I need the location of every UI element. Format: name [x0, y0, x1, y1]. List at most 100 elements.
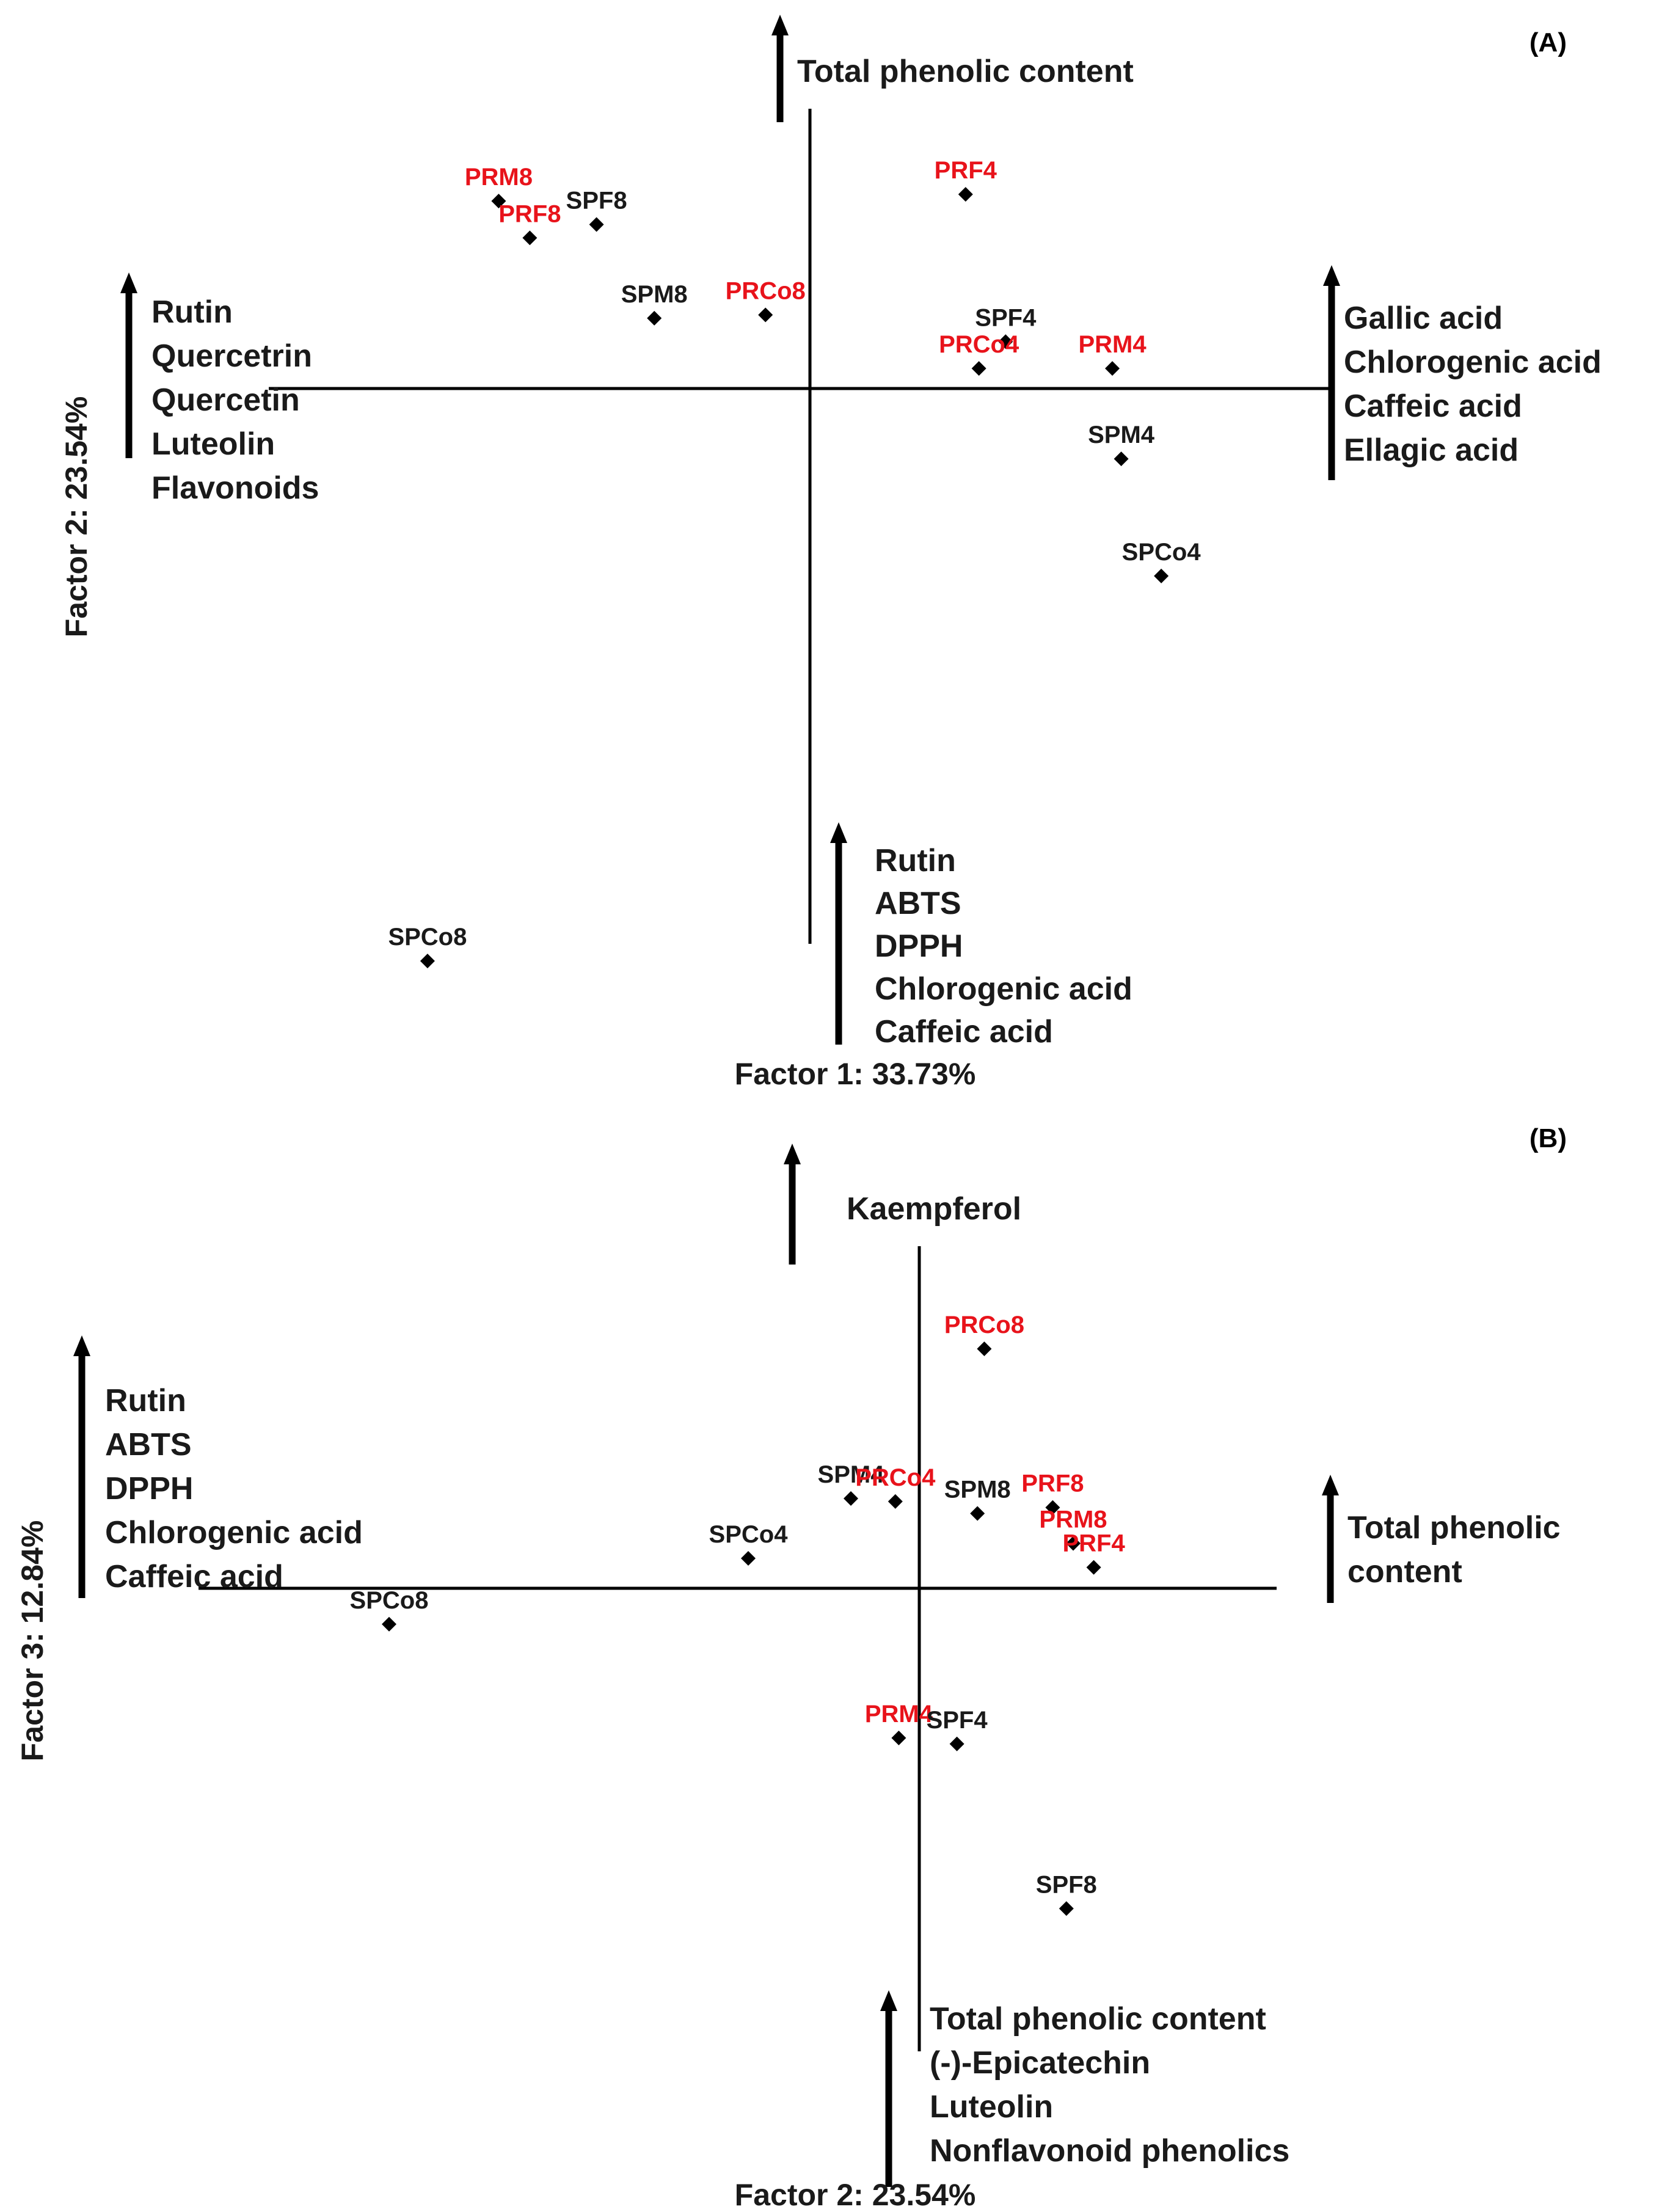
panel-b-point-prf4-label: PRF4	[1062, 1530, 1125, 1557]
panel-b-point-prco8-marker	[977, 1341, 992, 1356]
panel-b-left-arrow	[73, 1335, 90, 1598]
panel-a-bottom-text-4: Chlorogenic acid	[875, 971, 1132, 1007]
panel-b-point-prco8-label: PRCo8	[944, 1312, 1024, 1338]
panel-a-x-axis-title: Factor 1: 33.73%	[735, 1057, 976, 1091]
panel-b-point-spco8-marker	[382, 1616, 396, 1632]
panel-b-point-spf4-marker	[949, 1736, 964, 1751]
panel-a-bottom-annotation: Rutin ABTS DPPH Chlorogenic acid Caffeic…	[875, 843, 1132, 1049]
panel-b-point-spm4-marker	[844, 1491, 858, 1506]
panel-b-point-spm8-marker	[970, 1506, 985, 1521]
panel-b-y-axis-title: Factor 3: 12.84%	[15, 1520, 49, 1762]
panel-a-left-text-5: Flavonoids	[151, 470, 319, 506]
panel-b-top-annotation: Kaempferol	[847, 1191, 1021, 1227]
panel-a-bottom-text-1: Rutin	[875, 843, 956, 878]
panel-b-point-spf8-marker	[1059, 1901, 1074, 1916]
panel-a-point-spf4-marker	[998, 334, 1013, 349]
panel-b-point-prf8-label: PRF8	[1021, 1470, 1084, 1497]
panel-b-x-axis-title: Factor 2: 23.54%	[735, 2178, 976, 2212]
panel-b-point-spco4-label: SPCo4	[709, 1521, 789, 1548]
panel-a-right-annotation: Gallic acid Chlorogenic acid Caffeic aci…	[1344, 301, 1602, 468]
panel-b-label: (B)	[1530, 1123, 1567, 1153]
panel-b-point-prm8-marker	[1066, 1536, 1081, 1551]
panel-a-top-arrow	[771, 15, 789, 122]
panel-b-point-spm4-label: SPM4	[818, 1461, 885, 1488]
panel-b-point-prm8-label: PRM8	[1039, 1506, 1107, 1533]
panel-a-left-text-1: Rutin	[151, 294, 233, 330]
panel-b-bottom-arrow	[880, 1990, 897, 2187]
panel-a-right-text-2: Chlorogenic acid	[1344, 345, 1602, 380]
panel-a-point-prco8-marker	[758, 307, 773, 323]
panel-a-top-annotation: Total phenolic content	[797, 54, 1134, 89]
panel-a-point-spm4-label: SPM4	[1088, 422, 1155, 448]
panel-b-left-text-3: DPPH	[105, 1471, 193, 1506]
panel-a-point-prco8-label: PRCo8	[726, 277, 806, 304]
panel-b-right-text-1: Total phenolic	[1347, 1510, 1561, 1546]
panel-a-right-text-4: Ellagic acid	[1344, 433, 1519, 468]
panel-b-point-prm4-marker	[891, 1731, 906, 1745]
panel-a-point-prm8-marker	[491, 194, 506, 209]
panel-b-left-text-1: Rutin	[105, 1383, 186, 1418]
panel-a-left-text-3: Quercetin	[151, 382, 300, 418]
panel-a-bottom-arrow	[830, 822, 847, 1045]
panel-a-left-arrow	[120, 272, 137, 458]
panel-b-point-spm8-label: SPM8	[944, 1476, 1011, 1503]
panel-a-point-spm4-marker	[1114, 451, 1129, 467]
panel-a-point-spf8-marker	[589, 217, 604, 232]
panel-a-right-arrow	[1323, 265, 1340, 480]
panel-b-left-annotation: Rutin ABTS DPPH Chlorogenic acid Caffeic…	[105, 1383, 363, 1594]
panel-a-left-text-2: Quercetrin	[151, 338, 312, 374]
panel-b-bottom-text-3: Luteolin	[930, 2089, 1053, 2125]
panel-a-y-axis-title: Factor 2: 23.54%	[59, 396, 93, 638]
panel-b-left-text-5: Caffeic acid	[105, 1559, 283, 1594]
panel-a-point-spm8-marker	[647, 310, 662, 326]
panel-b-bottom-text-4: Nonflavonoid phenolics	[930, 2133, 1289, 2169]
panel-a-point-prm8-label: PRM8	[465, 164, 533, 191]
panel-b-point-spco4-marker	[741, 1551, 756, 1566]
panel-a-point-prf4-label: PRF4	[935, 157, 997, 184]
panel-a-point-prm4-marker	[1105, 361, 1120, 376]
panel-b-right-text-2: content	[1347, 1554, 1462, 1590]
panel-b-left-text-4: Chlorogenic acid	[105, 1515, 363, 1550]
panel-a-point-prf4-marker	[958, 187, 973, 202]
panel-a-bottom-text-3: DPPH	[875, 929, 963, 964]
panel-a-point-prco4-marker	[971, 361, 986, 376]
panel-b-point-spf8-label: SPF8	[1036, 1871, 1097, 1898]
panel-b-point-spco8-label: SPCo8	[350, 1587, 429, 1614]
panel-b-point-prm4-label: PRM4	[865, 1701, 933, 1728]
panel-b-right-annotation: Total phenolic content	[1347, 1510, 1561, 1590]
panel-a-point-prco4-label: PRCo4	[939, 331, 1019, 358]
panel-a-label: (A)	[1530, 27, 1567, 57]
panel-a-point-spm8-label: SPM8	[621, 281, 688, 308]
panel-b-point-prco4-label: PRCo4	[855, 1464, 936, 1491]
panel-b-top-text-1: Kaempferol	[847, 1191, 1021, 1227]
panel-a-bottom-text-5: Caffeic acid	[875, 1014, 1053, 1049]
panel-a-point-prm4-label: PRM4	[1078, 331, 1147, 358]
panel-a-right-text-3: Caffeic acid	[1344, 389, 1522, 424]
panel-a-point-spf8-label: SPF8	[566, 187, 627, 214]
panel-a-top-text-1: Total phenolic content	[797, 54, 1134, 89]
panel-b-bottom-text-1: Total phenolic content	[930, 2001, 1266, 2037]
panel-a-point-spco8-label: SPCo8	[388, 924, 467, 951]
panel-b-point-prf8-marker	[1045, 1500, 1060, 1515]
panel-a: (A) Total phenolic content Rutin Quercet…	[59, 15, 1602, 1091]
panel-a-point-prf8-marker	[522, 230, 538, 246]
panel-b-point-prf4-marker	[1086, 1560, 1101, 1575]
panel-a-point-spco4-label: SPCo4	[1122, 539, 1201, 566]
panel-a-point-spf4-label: SPF4	[975, 304, 1037, 331]
panel-a-point-spco8-marker	[420, 954, 435, 969]
panel-b-bottom-annotation: Total phenolic content (-)-Epicatechin L…	[930, 2001, 1289, 2169]
panel-b: (B) Kaempferol Rutin ABTS DPPH	[15, 1123, 1567, 2212]
panel-a-bottom-text-2: ABTS	[875, 886, 961, 921]
panel-b-point-spf4-label: SPF4	[927, 1707, 988, 1734]
panel-b-left-text-2: ABTS	[105, 1427, 192, 1462]
panel-a-point-prf8-label: PRF8	[498, 200, 561, 227]
panel-b-top-arrow	[784, 1144, 801, 1265]
panel-a-right-text-1: Gallic acid	[1344, 301, 1503, 336]
panel-b-point-prco4-marker	[888, 1494, 903, 1509]
panel-a-left-annotation: Rutin Quercetrin Quercetin Luteolin Flav…	[151, 294, 319, 506]
panel-b-bottom-text-2: (-)-Epicatechin	[930, 2045, 1150, 2081]
panel-a-left-text-4: Luteolin	[151, 426, 275, 462]
